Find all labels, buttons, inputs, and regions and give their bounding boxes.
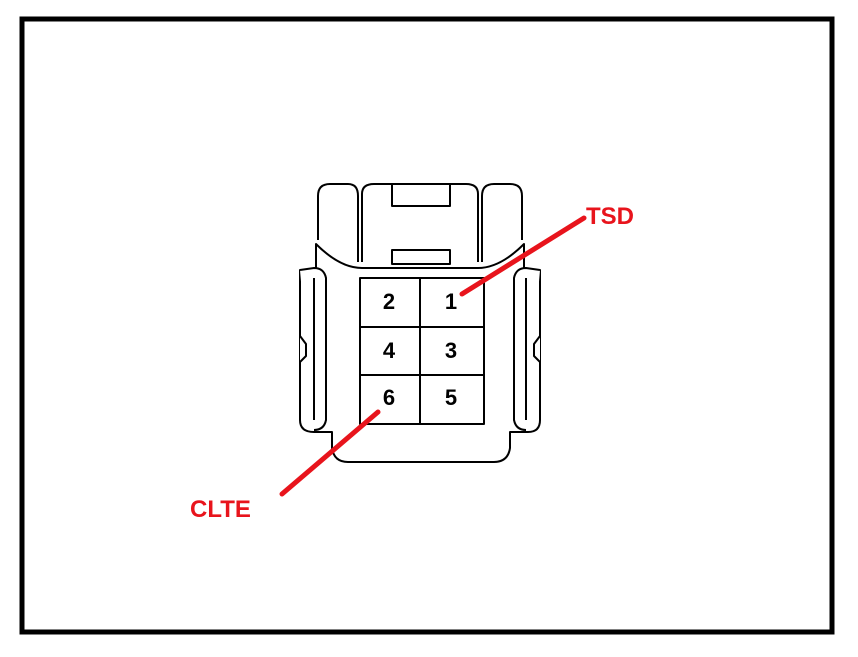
connector-left-top-tab [317, 183, 359, 262]
pin-label-1: 1 [445, 289, 457, 314]
connector-latch-window-bottom [391, 249, 451, 265]
connector-right-rail-notch [533, 335, 541, 363]
clte-leader-line [279, 409, 381, 497]
tsd-label: TSD [586, 203, 634, 230]
pin-grid [359, 277, 485, 425]
pin-label-6: 6 [383, 385, 395, 410]
pin-label-3: 3 [445, 338, 457, 363]
tsd-leader-line [459, 215, 587, 297]
pin-labels: 2 1 4 3 6 5 [383, 289, 457, 410]
pin-label-2: 2 [383, 289, 395, 314]
connector-left-rail-notch [299, 335, 307, 363]
connector-body [299, 183, 541, 463]
pin-label-4: 4 [383, 338, 396, 363]
connector-latch-window-top [391, 183, 451, 207]
clte-label: CLTE [190, 496, 251, 523]
pin-label-5: 5 [445, 385, 457, 410]
connector-right-top-tab [481, 183, 523, 262]
